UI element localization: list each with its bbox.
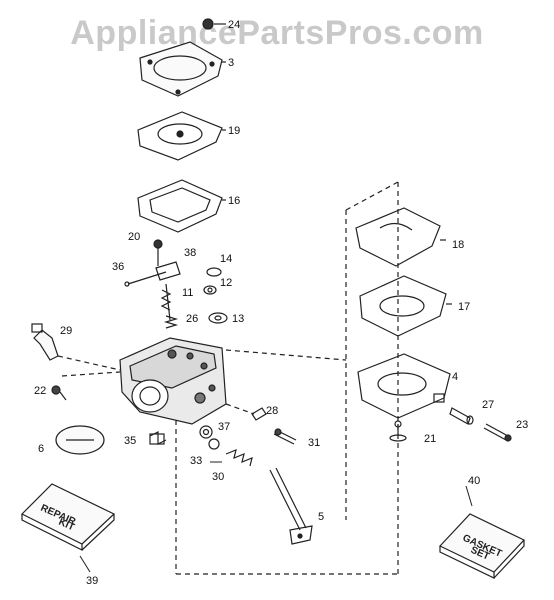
part-18-diaphragm[interactable] [355, 207, 446, 267]
label-21: 21 [424, 433, 436, 445]
part-22-screw[interactable] [51, 385, 67, 401]
label-3: 3 [228, 57, 234, 69]
label-17: 17 [458, 301, 470, 313]
label-40: 40 [468, 475, 480, 487]
label-19: 19 [228, 125, 240, 137]
part-4-pump-cover[interactable] [357, 353, 451, 419]
label-37: 37 [218, 421, 230, 433]
label-20: 20 [128, 231, 140, 243]
part-24-screw[interactable] [202, 18, 226, 30]
label-31: 31 [308, 437, 320, 449]
label-13: 13 [232, 313, 244, 325]
assembly-line [57, 349, 347, 415]
part-37-washer[interactable] [199, 425, 213, 439]
part-33-seal[interactable] [208, 438, 220, 450]
label-26: 26 [186, 313, 198, 325]
part-30-spring[interactable] [225, 449, 253, 467]
label-16: 16 [228, 195, 240, 207]
part-38-lever[interactable] [155, 261, 181, 281]
part-39-repair-kit[interactable] [20, 483, 116, 551]
part-40-gasket-set[interactable] [439, 513, 525, 579]
label-22: 22 [34, 385, 46, 397]
label-28: 28 [266, 405, 278, 417]
part-6-throttle-plate[interactable] [55, 425, 105, 455]
part-16-gasket[interactable] [137, 179, 226, 233]
watermark: AppliancePartsPros.com [70, 14, 484, 52]
part-26-spring[interactable] [163, 315, 179, 329]
label-24: 24 [228, 19, 240, 31]
label-35: 35 [124, 435, 136, 447]
part-31-screw[interactable] [273, 428, 297, 445]
part-3-cover[interactable] [139, 41, 226, 97]
label-33: 33 [190, 455, 202, 467]
label-18: 18 [452, 239, 464, 251]
part-17-pump-body[interactable] [359, 275, 452, 337]
part-14-washer[interactable] [206, 267, 222, 277]
part-29-inlet-elbow[interactable] [31, 323, 59, 361]
label-36: 36 [112, 261, 124, 273]
part-13-washer[interactable] [208, 312, 228, 324]
part-23-screw[interactable] [483, 423, 512, 442]
label-14: 14 [220, 253, 232, 265]
part-5-throttle-shaft[interactable] [269, 467, 313, 545]
label-23: 23 [516, 419, 528, 431]
label-27: 27 [482, 399, 494, 411]
part-20-screw[interactable] [153, 239, 163, 266]
part-19-diaphragm[interactable] [137, 111, 226, 161]
label-5: 5 [318, 511, 324, 523]
label-12: 12 [220, 277, 232, 289]
part-35-spring[interactable] [149, 431, 167, 445]
leader-lines [79, 461, 473, 573]
label-11: 11 [182, 287, 193, 299]
carburetor-body[interactable] [119, 337, 227, 425]
part-27-fitting[interactable] [449, 407, 474, 425]
label-4: 4 [452, 371, 458, 383]
part-36-pin[interactable] [124, 271, 167, 287]
label-39: 39 [86, 575, 98, 587]
part-11-needle[interactable] [160, 283, 172, 321]
label-29: 29 [60, 325, 72, 337]
label-30: 30 [212, 471, 224, 483]
part-21-screw[interactable] [389, 420, 407, 442]
label-38: 38 [184, 247, 196, 259]
part-28-fitting[interactable] [251, 407, 267, 421]
part-12-washer[interactable] [203, 285, 217, 295]
label-6: 6 [38, 443, 44, 455]
assembly-bracket [175, 181, 399, 575]
